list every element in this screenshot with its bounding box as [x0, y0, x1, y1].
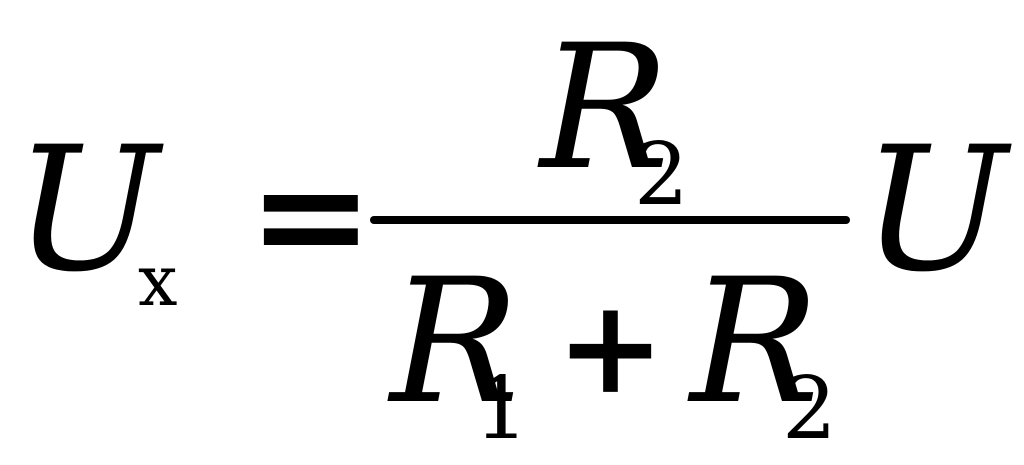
denominator-term1-subscript: 1	[474, 359, 529, 459]
numerator-subscript: 2	[634, 125, 689, 225]
plus-operator: +	[556, 270, 665, 423]
denominator-term2-subscript: 2	[782, 359, 837, 459]
denominator-term2-symbol: R	[690, 241, 820, 442]
numerator-symbol: R	[540, 7, 670, 208]
equals-sign: =	[248, 127, 374, 303]
denominator-term1-symbol: R	[390, 241, 520, 442]
multiplier-symbol: U	[862, 109, 1007, 310]
lhs-subscript: x	[138, 240, 178, 322]
lhs-symbol: U	[14, 109, 159, 310]
fraction-bar	[370, 216, 850, 224]
